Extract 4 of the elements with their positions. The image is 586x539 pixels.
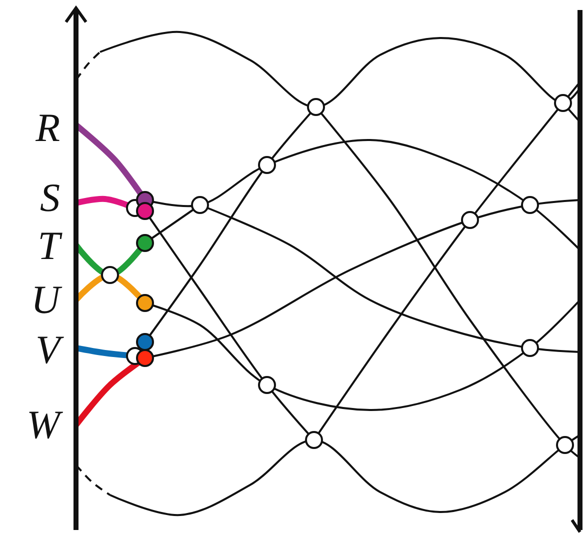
row-label: R (34, 108, 60, 148)
row-label: U (10, 280, 60, 320)
row-label: T (10, 226, 60, 266)
row-label: S (39, 178, 60, 218)
